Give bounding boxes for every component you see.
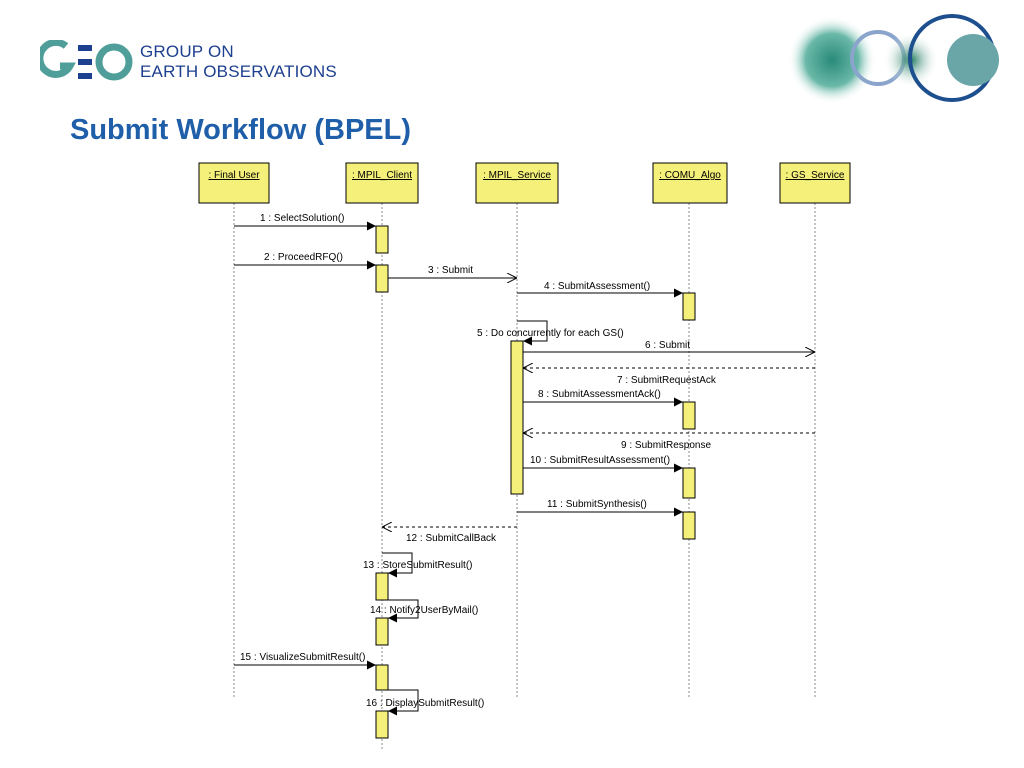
message-label-3: 3 : Submit (428, 265, 473, 276)
message-label-12: 12 : SubmitCallBack (406, 533, 497, 544)
activation-bar (682, 511, 696, 540)
activation-bar (375, 710, 389, 739)
message-label-4: 4 : SubmitAssessment() (544, 281, 650, 292)
participant-comu-algo-label: : COMU_Algo (659, 170, 721, 181)
activation-bar (375, 264, 389, 293)
participant-final-user-box (198, 162, 270, 204)
message-label-6: 6 : Submit (645, 340, 690, 351)
message-arrow-13 (382, 552, 413, 578)
message-label-16: 16 : DisplaySubmitResult() (366, 698, 484, 709)
participant-mpil-service-box (475, 162, 559, 204)
message-label-1: 1 : SelectSolution() (260, 213, 345, 224)
activation-bar (375, 572, 389, 601)
org-name-line2: EARTH OBSERVATIONS (140, 62, 337, 81)
participant-gs-service-label: : GS_Service (786, 170, 845, 181)
message-label-5: 5 : Do concurrently for each GS() (477, 328, 624, 339)
participant-comu-algo-box (652, 162, 728, 204)
activation-bar (375, 225, 389, 254)
message-label-13: 13 : StoreSubmitResult() (363, 560, 473, 571)
activation-bar (375, 664, 389, 691)
geo-logo-mark (40, 40, 133, 81)
org-name: GROUP ON EARTH OBSERVATIONS (140, 42, 337, 82)
message-arrow-14 (388, 599, 419, 623)
participant-mpil-client-label: : MPIL_Client (352, 170, 412, 181)
message-label-7: 7 : SubmitRequestAck (617, 375, 717, 386)
decorative-circles-icon (788, 14, 999, 104)
message-label-2: 2 : ProceedRFQ() (264, 252, 343, 263)
message-label-11: 11 : SubmitSynthesis() (547, 499, 647, 510)
geo-logo-icon (40, 40, 133, 81)
message-arrow-16 (388, 689, 419, 716)
message-arrow-5 (517, 320, 548, 346)
message-label-9: 9 : SubmitResponse (621, 440, 711, 451)
org-name-line1: GROUP ON (140, 42, 234, 61)
participant-mpil-client-box (345, 162, 419, 204)
activation-bar (682, 467, 696, 499)
activation-bar (510, 340, 524, 495)
participant-gs-service-box (779, 162, 851, 204)
activation-bar (375, 617, 389, 646)
participant-mpil-service-label: : MPIL_Service (483, 170, 551, 181)
message-label-14: 14 : Notify2UserByMail() (370, 605, 478, 616)
message-label-15: 15 : VisualizeSubmitResult() (240, 652, 365, 663)
message-label-8: 8 : SubmitAssessmentAck() (538, 389, 661, 400)
participant-final-user-label: : Final User (208, 170, 260, 181)
page-title: Submit Workflow (BPEL) (70, 114, 412, 146)
activation-bar (682, 292, 696, 321)
message-label-10: 10 : SubmitResultAssessment() (530, 455, 670, 466)
activation-bar (682, 401, 696, 430)
